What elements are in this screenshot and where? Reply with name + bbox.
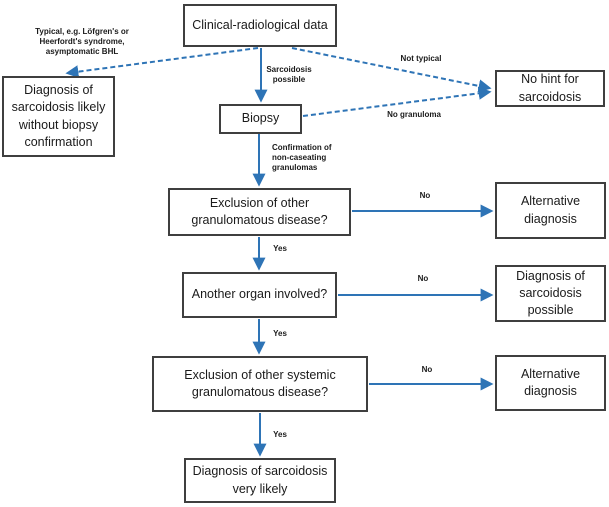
edge-clinical-to-no-hint	[291, 47, 492, 93]
edge-label-yes-1: Yes	[273, 244, 287, 253]
node-diagnosis-sarcoidosis-very-likely: Diagnosis of sarcoidosis very likely	[184, 458, 336, 503]
node-clinical-radiological-data: Clinical-radiological data	[183, 4, 337, 47]
node-exclusion-systemic-granulomatous-disease: Exclusion of other systemic granulomatou…	[152, 356, 368, 412]
node-alternative-diagnosis-2: Alternative diagnosis	[495, 355, 606, 411]
node-alternative-diagnosis-1: Alternative diagnosis	[495, 182, 606, 239]
node-exclusion-granulomatous-disease: Exclusion of other granulomatous disease…	[168, 188, 351, 236]
edge-label-no-granuloma: No granuloma	[387, 110, 441, 119]
node-no-hint-for-sarcoidosis: No hint for sarcoidosis	[495, 70, 605, 107]
node-another-organ-involved: Another organ involved?	[182, 272, 337, 318]
edge-biopsy-to-no-hint	[302, 86, 492, 117]
edge-label-confirmation-granulomas: Confirmation of non-caseating granulomas	[272, 143, 332, 172]
edge-label-not-typical: Not typical	[400, 54, 442, 63]
edge-label-no-2: No	[417, 274, 429, 283]
edge-label-yes-2: Yes	[273, 329, 287, 338]
node-biopsy: Biopsy	[219, 104, 302, 134]
edge-label-sarcoidosis-possible: Sarcoidosis possible	[266, 65, 312, 84]
edge-label-typical: Typical, e.g. Löfgren's or Heerfordt's s…	[35, 27, 129, 56]
node-diagnosis-without-biopsy: Diagnosis of sarcoidosis likely without …	[2, 76, 115, 157]
edge-label-yes-3: Yes	[273, 430, 287, 439]
edge-label-no-1: No	[419, 191, 431, 200]
edge-label-no-3: No	[421, 365, 433, 374]
node-diagnosis-sarcoidosis-possible: Diagnosis of sarcoidosis possible	[495, 265, 606, 322]
